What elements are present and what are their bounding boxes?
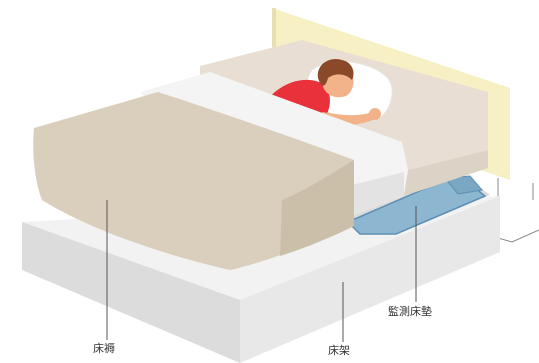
bed-frame-front [240, 196, 500, 363]
person-hand [369, 108, 381, 120]
duvet-side [280, 160, 354, 256]
person-hair [317, 58, 354, 86]
mattress-front-side [400, 150, 488, 196]
duvet-label: 床褥 [93, 342, 115, 355]
bed-frame-label: 床架 [328, 344, 350, 357]
bed-frame-left [22, 222, 240, 363]
duvet-top [33, 92, 355, 270]
monitoring-pad-label: 監測床墊 [388, 305, 432, 318]
sheet-shadow [348, 172, 404, 216]
